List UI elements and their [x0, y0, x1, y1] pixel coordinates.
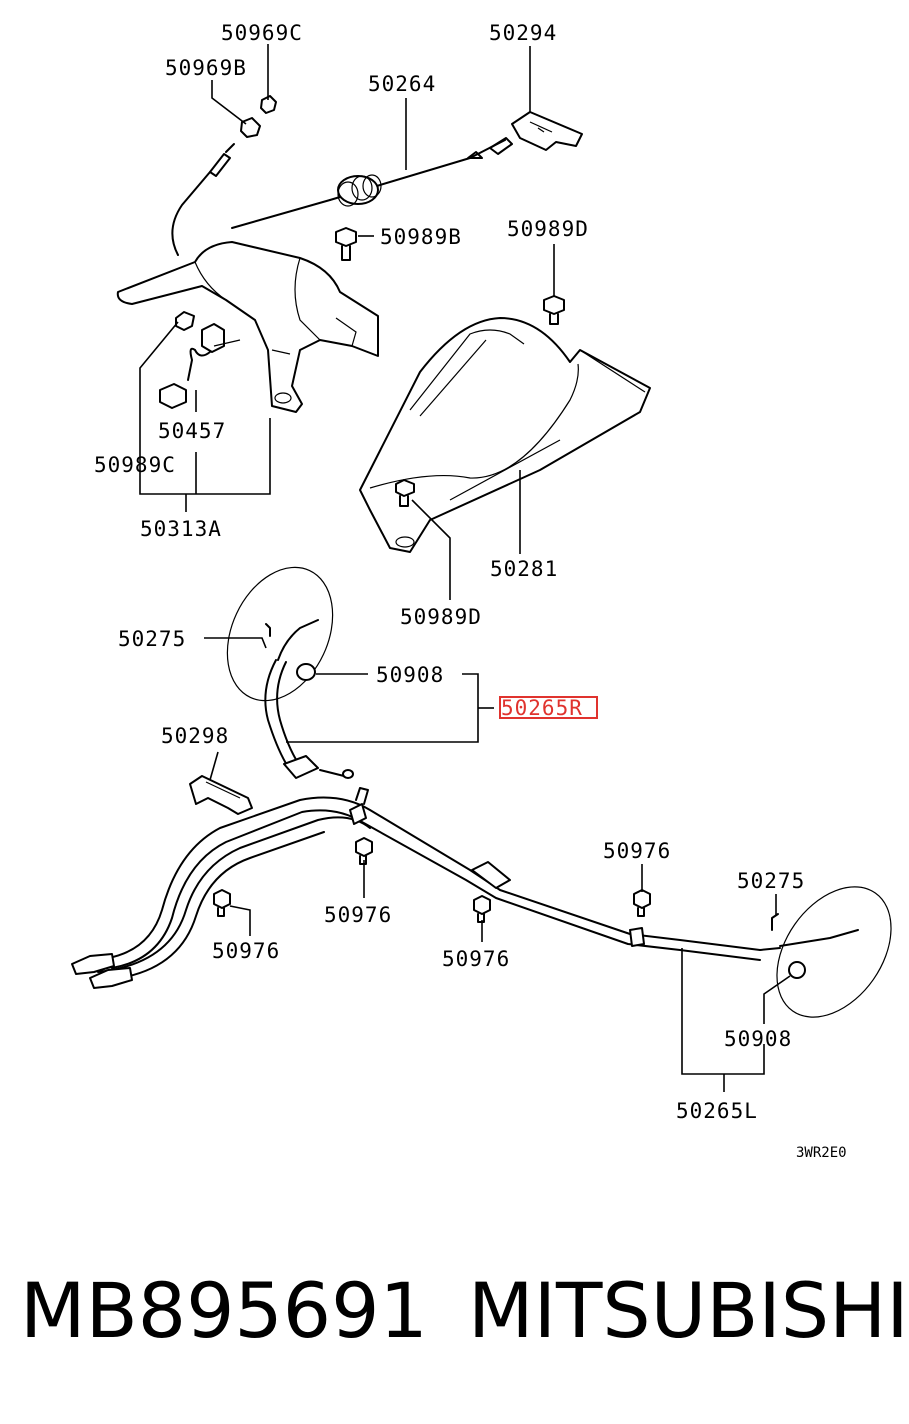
callout-labels: 50969C 50294 50969B 50264 50989B 50989D …: [94, 21, 847, 1161]
callout-50989d-top[interactable]: 50989D: [507, 217, 589, 241]
switch-50457-drawing: [159, 323, 241, 409]
bolt-50989b-drawing: [335, 227, 357, 261]
callout-50298[interactable]: 50298: [161, 724, 229, 748]
brand-name: MITSUBISHI: [468, 1266, 909, 1355]
callout-50313a[interactable]: 50313A: [140, 517, 222, 541]
bolt-50976-mid-drawing: [473, 895, 491, 923]
callout-50976-center[interactable]: 50976: [442, 947, 510, 971]
bolt-50989d-top-drawing: [543, 295, 565, 325]
bolt-50989d-bottom-drawing: [395, 479, 415, 507]
bracket-50294-drawing: [511, 111, 583, 151]
callout-50908-left[interactable]: 50908: [376, 663, 444, 687]
callout-50976-mid[interactable]: 50976: [324, 903, 392, 927]
callout-50275-left[interactable]: 50275: [118, 627, 186, 651]
callout-50265r[interactable]: 50265R: [501, 696, 583, 720]
detail-circle-right: [771, 886, 892, 1018]
callout-50264[interactable]: 50264: [368, 72, 436, 96]
console-cover-50281-drawing: [359, 317, 651, 553]
callout-50281[interactable]: 50281: [490, 557, 558, 581]
callout-50969b[interactable]: 50969B: [165, 56, 247, 80]
callout-50976-left[interactable]: 50976: [212, 939, 280, 963]
right-rear-cable-50265r-drawing: [264, 659, 354, 779]
front-cable-50264-drawing: [231, 137, 513, 229]
leader-lines: [139, 44, 791, 1092]
callout-50989c[interactable]: 50989C: [94, 453, 176, 477]
parking-brake-lever-drawing: [116, 241, 379, 413]
drawing-code: 3WR2E0: [796, 1145, 847, 1161]
clip-50969b-drawing: [240, 117, 261, 138]
parking-brake-exploded-diagram: 50969C 50294 50969B 50264 50989B 50989D …: [71, 21, 892, 1161]
callout-50976-right[interactable]: 50976: [603, 839, 671, 863]
bolt-50976-center-drawing: [355, 837, 373, 865]
selected-part-highlight: [499, 696, 598, 719]
main-cable-bundle-drawing: [71, 787, 781, 989]
callout-50457[interactable]: 50457: [158, 419, 226, 443]
lever-rod-drawing: [171, 143, 235, 256]
callout-50969c[interactable]: 50969C: [221, 21, 303, 45]
callout-50989d-bottom[interactable]: 50989D: [400, 605, 482, 629]
bolt-50989c-drawing: [175, 311, 195, 331]
bracket-50298-drawing: [189, 775, 253, 815]
callout-50275-right[interactable]: 50275: [737, 869, 805, 893]
callout-50908-right[interactable]: 50908: [724, 1027, 792, 1051]
clip-50969c-drawing: [260, 95, 277, 114]
detail-circle-left: [226, 566, 334, 702]
callout-50989b[interactable]: 50989B: [380, 225, 462, 249]
callout-50294[interactable]: 50294: [489, 21, 557, 45]
part-number: MB895691: [20, 1266, 428, 1355]
footer: MB895691 MITSUBISHI: [0, 1250, 909, 1370]
bolt-50976-right-drawing: [633, 889, 651, 917]
bolt-50976-left-drawing: [213, 889, 231, 917]
callout-50265l[interactable]: 50265L: [676, 1099, 758, 1123]
